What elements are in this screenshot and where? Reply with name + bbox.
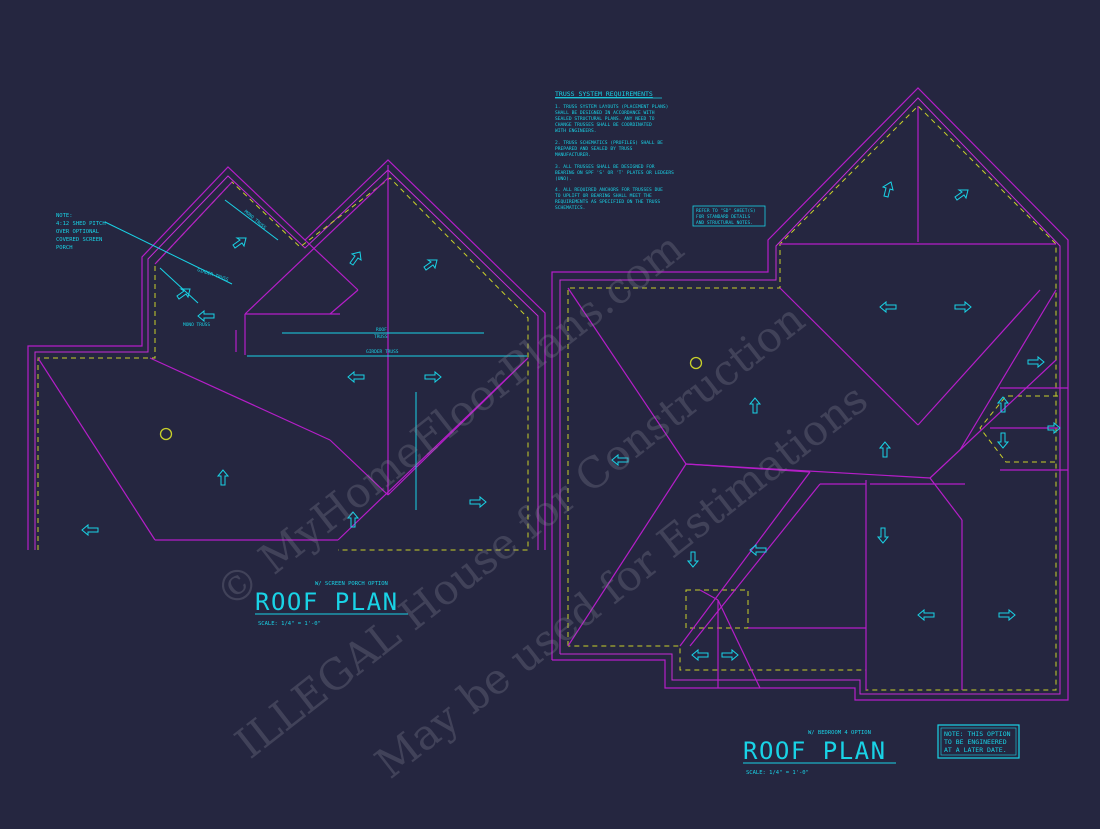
roof-truss-label: ROOF bbox=[376, 327, 387, 333]
truss-note-line: REQUIREMENTS AS SPECIFIED ON THE TRUSS bbox=[555, 199, 660, 205]
left-note-line: NOTE: bbox=[56, 213, 73, 219]
right-plan-subtitle: W/ BEDROOM 4 OPTION bbox=[808, 730, 871, 736]
slope-arrow-icon bbox=[346, 511, 360, 528]
slope-arrow-icon bbox=[176, 288, 191, 300]
girder-truss-arrow bbox=[159, 267, 199, 304]
truss-note-line: WITH ENGINEERS. bbox=[555, 128, 597, 134]
right-roof-plan: REFER TO "SD" SHEET(S) FOR STANDARD DETA… bbox=[551, 87, 1069, 776]
slope-arrow-icon bbox=[611, 453, 629, 467]
mono-truss-label: MONO TRUSS bbox=[183, 322, 210, 328]
slope-arrow-icon bbox=[876, 527, 890, 544]
left-roof-outline-inner bbox=[34, 169, 539, 550]
slope-arrow-icon bbox=[996, 396, 1010, 413]
note-leader-line bbox=[104, 221, 233, 285]
right-hip-lines bbox=[567, 106, 1057, 690]
left-note-line: OVER OPTIONAL bbox=[56, 229, 100, 235]
slope-arrows-right bbox=[611, 181, 1061, 662]
roof-truss-label: TRUSS bbox=[374, 334, 388, 340]
slope-arrow-icon bbox=[347, 370, 365, 384]
left-hip-lines bbox=[37, 165, 529, 541]
slope-arrow-icon bbox=[998, 608, 1016, 622]
truss-requirements-notes: TRUSS SYSTEM REQUIREMENTS 1. TRUSS SYSTE… bbox=[555, 90, 674, 211]
right-plan-scale: SCALE: 1/4" = 1'-0" bbox=[746, 770, 809, 776]
truss-note-line: SCHEMATICS. bbox=[555, 205, 585, 211]
slope-arrow-icon bbox=[1047, 421, 1061, 435]
left-plan-subtitle: W/ SCREEN PORCH OPTION bbox=[315, 581, 388, 587]
slope-arrow-icon bbox=[954, 300, 972, 314]
truss-note-line: SHALL BE DESIGNED IN ACCORDANCE WITH bbox=[555, 110, 655, 116]
truss-note-line: 4. ALL REQUIRED ANCHORS FOR TRUSSES DUE bbox=[555, 187, 663, 193]
left-note-line: COVERED SCREEN bbox=[56, 237, 102, 243]
sheet-reference-line: FOR STANDARD DETAILS bbox=[696, 214, 750, 220]
left-note-line: PORCH bbox=[56, 245, 73, 251]
slope-arrow-icon bbox=[749, 543, 767, 557]
slope-arrow-icon bbox=[691, 648, 709, 662]
slope-arrow-icon bbox=[1027, 355, 1045, 369]
slope-arrow-icon bbox=[917, 608, 935, 622]
left-roof-outline bbox=[27, 159, 546, 550]
watermark: © MyHomeFloorPlans.com ILLEGAL House for… bbox=[206, 223, 877, 788]
left-plan-scale: SCALE: 1/4" = 1'-0" bbox=[258, 621, 321, 627]
roof-drain-marker bbox=[689, 356, 703, 370]
sheet-reference-line: AND STRUCTURAL NOTES. bbox=[696, 220, 753, 226]
truss-note-line: 2. TRUSS SCHEMATICS (PROFILES) SHALL BE bbox=[555, 140, 663, 146]
truss-note-line: TO UPLIFT OR BEARING SHALL MEET THE bbox=[555, 193, 652, 199]
roof-drain-marker bbox=[159, 427, 173, 441]
truss-note-line: 3. ALL TRUSSES SHALL BE DESIGNED FOR bbox=[555, 164, 655, 170]
girder-truss-label: GIRDER TRUSS bbox=[366, 349, 399, 355]
truss-note-line: BEARING ON SPF 'S' OR 'T' PLATES OR LEDG… bbox=[555, 170, 674, 176]
truss-note-line: CHANGE TRUSSES SHALL BE COORDINATED bbox=[555, 122, 652, 128]
slope-arrow-icon bbox=[878, 441, 892, 458]
left-roof-plan: NOTE: 4:12 SHED PITCH OVER OPTIONAL COVE… bbox=[27, 159, 546, 627]
slope-arrow-icon bbox=[879, 300, 897, 314]
slope-arrow-icon bbox=[197, 309, 215, 323]
slope-arrow-icon bbox=[424, 370, 442, 384]
slope-arrow-icon bbox=[881, 181, 894, 198]
mono-truss-arrow bbox=[224, 199, 279, 241]
sheet-reference-line: REFER TO "SD" SHEET(S) bbox=[696, 208, 756, 214]
truss-note-line: MANUFACTURER. bbox=[555, 152, 591, 158]
left-bearing-line bbox=[37, 177, 529, 551]
slope-arrow-icon bbox=[996, 432, 1010, 449]
slope-arrows-left bbox=[81, 237, 487, 537]
truss-note-line: SEALED STRUCTURAL PLANS. ANY NEED TO bbox=[555, 116, 655, 122]
slope-arrow-icon bbox=[748, 397, 762, 414]
slope-arrow-icon bbox=[423, 259, 438, 271]
slope-arrow-icon bbox=[721, 648, 739, 662]
slope-arrow-icon bbox=[81, 523, 99, 537]
slope-arrow-icon bbox=[216, 469, 230, 486]
right-plan-title: ROOF PLAN bbox=[743, 737, 887, 765]
option-note-box bbox=[937, 724, 1020, 759]
left-note-line: 4:12 SHED PITCH bbox=[56, 221, 106, 227]
option-note-line: TO BE ENGINEERED bbox=[944, 738, 1007, 746]
sheet-reference-box bbox=[692, 205, 766, 227]
girder-truss-label: GIRDER TRUSS bbox=[196, 267, 229, 283]
slope-arrow-icon bbox=[232, 237, 247, 249]
truss-requirements-heading: TRUSS SYSTEM REQUIREMENTS bbox=[555, 90, 653, 98]
left-plan-title: ROOF PLAN bbox=[255, 588, 399, 616]
right-roof-outline bbox=[551, 87, 1069, 701]
right-bearing-line bbox=[567, 105, 1057, 691]
bedroom4-bump-line bbox=[685, 589, 749, 629]
option-note-line: NOTE: THIS OPTION bbox=[944, 730, 1011, 738]
option-note-box-inner bbox=[940, 727, 1017, 756]
slope-arrow-icon bbox=[469, 495, 487, 509]
right-bay-dash bbox=[979, 395, 1058, 463]
slope-arrow-icon bbox=[349, 251, 362, 266]
slope-arrow-icon bbox=[686, 551, 700, 568]
truss-note-line: 1. TRUSS SYSTEM LAYOUTS (PLACEMENT PLANS… bbox=[555, 104, 668, 110]
truss-note-line: (UNO). bbox=[555, 176, 572, 182]
truss-note-line: PREPARED AND SEALED BY TRUSS bbox=[555, 146, 633, 152]
slope-arrow-icon bbox=[954, 189, 969, 201]
option-note-line: AT A LATER DATE. bbox=[944, 746, 1007, 754]
